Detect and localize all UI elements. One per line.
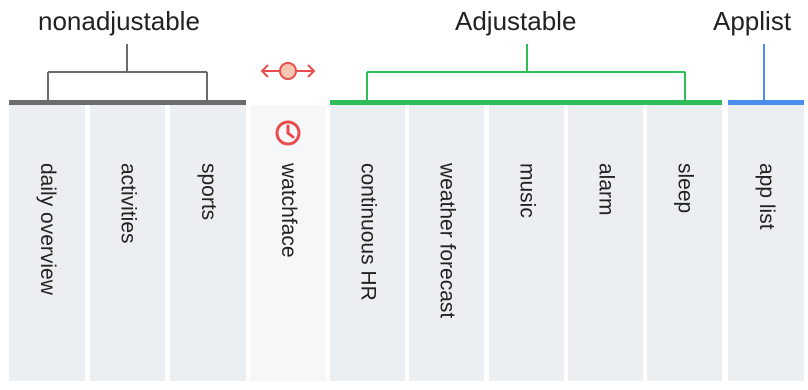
adjustable-bracket [366, 44, 686, 100]
panel-label: sleep [673, 163, 697, 214]
nonadjustable-bracket [47, 44, 208, 100]
panel-sports[interactable]: sports [170, 105, 246, 381]
panel-activities[interactable]: activities [90, 105, 165, 381]
panel-watchface[interactable]: watchface [250, 105, 326, 381]
panel-label: activities [116, 163, 140, 244]
panel-daily-overview[interactable]: daily overview [9, 105, 85, 381]
group-brackets [47, 44, 765, 100]
panel-label: weather forecast [435, 163, 459, 319]
adjustable-group-label: Adjustable [455, 6, 577, 36]
panel-sleep[interactable]: sleep [647, 105, 722, 381]
nonadjustable-bar [9, 100, 246, 105]
nonadjustable-group-label: nonadjustable [38, 6, 200, 36]
panel-alarm[interactable]: alarm [568, 105, 643, 381]
panel-app-list[interactable]: app list [728, 105, 804, 381]
applist-group-label: Applist [713, 6, 792, 36]
panel-label: sports [197, 163, 220, 221]
panel-label: music [515, 163, 539, 218]
panel-music[interactable]: music [489, 105, 564, 381]
panel-continuous-hr[interactable]: continuous HR [330, 105, 405, 381]
panel-label: app list [755, 163, 778, 230]
adjustable-bar [330, 100, 722, 105]
panel-weather-forecast[interactable]: weather forecast [409, 105, 484, 381]
panel-label: daily overview [36, 163, 59, 295]
panel-label: watchface [277, 163, 300, 258]
panel-label: continuous HR [356, 163, 380, 301]
clock-icon [275, 120, 301, 146]
panel-label: alarm [594, 163, 618, 216]
applist-bar [728, 100, 804, 105]
move-horizontal-icon [260, 62, 316, 80]
